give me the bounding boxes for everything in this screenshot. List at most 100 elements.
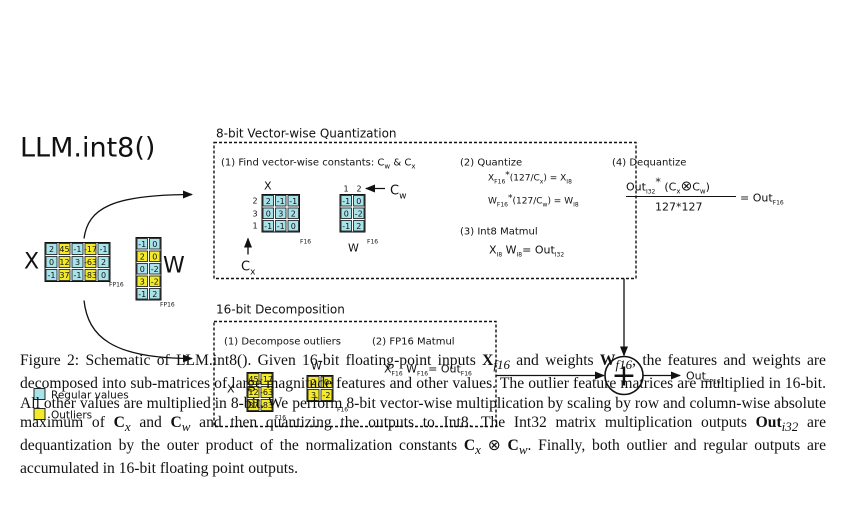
caption-math-out: Out xyxy=(755,413,782,431)
dequantize-denominator: 127*127 xyxy=(655,201,703,214)
input-x-value: -1 xyxy=(100,245,108,254)
quant-w-value: -2 xyxy=(355,209,363,218)
input-w-cell xyxy=(149,275,161,287)
input-w-value: 3 xyxy=(140,277,145,286)
input-w-value: 0 xyxy=(152,240,157,249)
legend-regular-label: Regular values xyxy=(51,390,129,402)
decomp-w-cell xyxy=(307,389,320,401)
decomp-x-value: -17 xyxy=(260,375,273,384)
input-x-value: -17 xyxy=(84,245,97,254)
decomp-x-label: X xyxy=(227,383,235,396)
quant-step2-label: (2) Quantize xyxy=(460,158,522,169)
input-x-frame xyxy=(44,242,111,282)
quant-x-cell xyxy=(287,220,299,232)
cx-label: Cx xyxy=(241,260,256,278)
decomp-w-cell xyxy=(307,376,320,388)
decomp-step2-label: (2) FP16 Matmul xyxy=(372,337,455,348)
decomp-x-value: 12 xyxy=(248,388,258,397)
quant-w-cell xyxy=(353,207,365,219)
input-x-value: 2 xyxy=(101,258,106,267)
figure-caption: Figure 2: Schematic of LLM.int8(). Given… xyxy=(20,352,826,478)
quant-x-label: X xyxy=(264,180,272,193)
decomp-x-value: -83 xyxy=(260,401,273,410)
decomp-w-frame xyxy=(306,375,334,402)
decomp-x-frame xyxy=(246,372,274,412)
quantization-box xyxy=(213,141,637,280)
input-x-cell xyxy=(58,269,71,281)
quant-x-row-constants: 231 xyxy=(252,197,257,231)
input-w-cell xyxy=(136,263,148,275)
input-x-cell xyxy=(45,256,58,268)
input-w-cell xyxy=(149,288,161,300)
input-x-value: 2 xyxy=(49,245,54,254)
quant-step3-label: (3) Int8 Matmul xyxy=(460,227,538,238)
input-x-value: -63 xyxy=(84,258,97,267)
diagram-title: LLM.int8() xyxy=(20,133,155,164)
quant-x-cell xyxy=(275,220,287,232)
quant-w-value: 2 xyxy=(356,222,361,231)
decomp-x-value: -63 xyxy=(260,388,273,397)
input-x-value: 0 xyxy=(49,258,54,267)
decomp-step1-label: (1) Decompose outliers xyxy=(224,337,341,348)
quant-x-cell xyxy=(262,220,274,232)
quantize-x-formula: XF16*(127/Cx) = XI8 xyxy=(488,171,572,186)
quant-x-const-value: 1 xyxy=(252,222,257,231)
quant-x-cell xyxy=(262,207,274,219)
quant-x-value: -1 xyxy=(289,197,297,206)
input-x-subscript: FP16 xyxy=(109,282,124,289)
decomp-w-label: W xyxy=(311,360,322,373)
cw-label: Cw xyxy=(390,184,406,202)
quant-w-value: -1 xyxy=(342,197,350,206)
quant-x-cell xyxy=(262,195,274,207)
input-w-value: -1 xyxy=(138,240,146,249)
quant-x-frame xyxy=(261,194,300,233)
input-x-cell xyxy=(84,243,97,255)
quant-w-cell xyxy=(353,195,365,207)
quant-w-value: 0 xyxy=(356,197,361,206)
decomp-x-cell xyxy=(247,399,260,411)
quant-w-cell xyxy=(340,207,352,219)
quant-x-const-value: 2 xyxy=(252,197,257,206)
input-w-value: 2 xyxy=(140,252,145,261)
quant-x-value: -1 xyxy=(277,197,285,206)
decomp-x-cell xyxy=(247,373,260,385)
dequantize-numerator: OutI32* (Cx⊗Cw) xyxy=(626,176,710,196)
input-x-value: -1 xyxy=(74,271,82,280)
quant-w-const-value: 1 xyxy=(343,185,348,194)
input-w-value: 2 xyxy=(152,290,157,299)
decomposition-box xyxy=(213,320,497,428)
decomposition-title: 16-bit Decomposition xyxy=(216,303,345,317)
quantization-title: 8-bit Vector-wise Quantization xyxy=(216,127,397,141)
fp16-matmul-formula: XF16 WF16= OutF16 xyxy=(384,363,472,378)
quant-w-cell xyxy=(340,195,352,207)
decomp-x-value: 37 xyxy=(248,401,258,410)
dequantize-result: = OutF16 xyxy=(740,192,784,207)
decomp-w-value: 2 xyxy=(311,378,316,387)
input-x-cell xyxy=(97,269,110,281)
quant-x-value: 2 xyxy=(266,197,271,206)
quant-w-cell xyxy=(340,220,352,232)
input-w-value: -1 xyxy=(138,290,146,299)
quant-x-cell xyxy=(275,195,287,207)
input-w-cell xyxy=(149,263,161,275)
input-x-value: 37 xyxy=(59,271,69,280)
quant-w-cell xyxy=(353,220,365,232)
quant-x-cell xyxy=(287,195,299,207)
input-x-cell xyxy=(58,243,71,255)
decomp-w-cell xyxy=(320,376,333,388)
quant-x-value: 0 xyxy=(291,222,296,231)
input-w-frame xyxy=(135,237,162,301)
quant-x-value: 0 xyxy=(266,209,271,218)
input-x-value: 45 xyxy=(59,245,69,254)
quant-step4-label: (4) Dequantize xyxy=(612,158,686,169)
decomp-x-cell xyxy=(247,386,260,398)
input-x-label: X xyxy=(24,250,39,275)
quant-x-value: 3 xyxy=(278,209,283,218)
input-x-value: -1 xyxy=(48,271,56,280)
decomp-x-cell xyxy=(260,373,273,385)
input-x-value: 0 xyxy=(101,271,106,280)
